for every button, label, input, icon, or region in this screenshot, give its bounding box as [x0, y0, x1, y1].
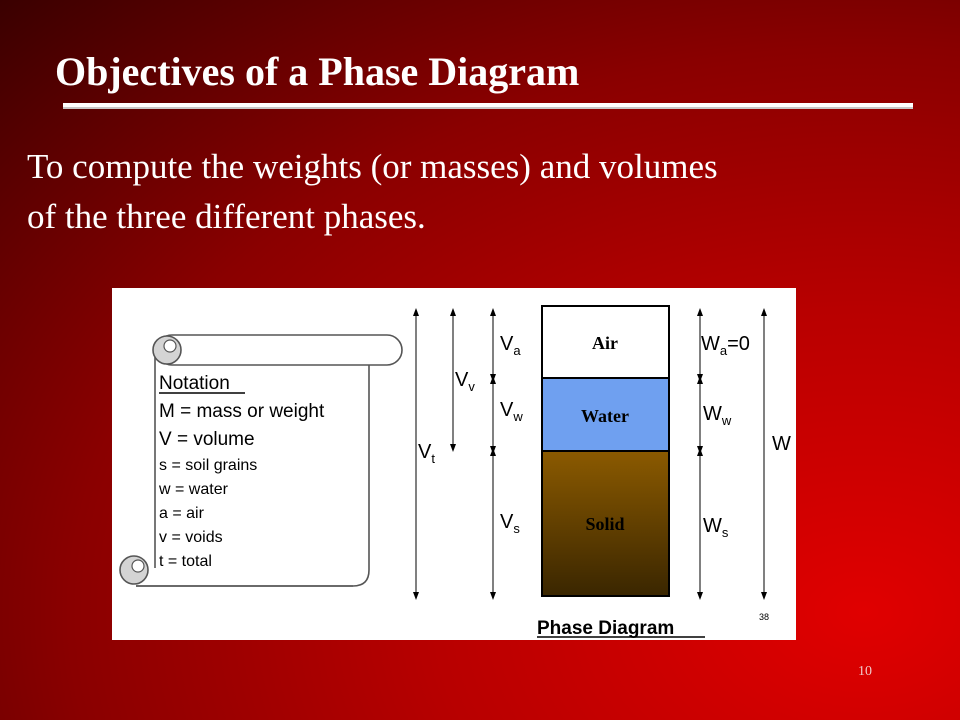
- notation-item-voids: v = voids: [159, 529, 223, 546]
- scroll-top-roll: [156, 334, 403, 366]
- body-line-2: of the three different phases.: [27, 197, 426, 236]
- vw-label: Vw: [500, 399, 523, 424]
- solid-phase-label: Solid: [585, 514, 624, 534]
- slide-page-number: 10: [858, 664, 872, 679]
- diagram-caption: Phase Diagram: [537, 618, 674, 639]
- notation-item-soil: s = soil grains: [159, 457, 257, 474]
- ww-label: Ww: [703, 403, 732, 428]
- weight-dimension-lines: [697, 308, 767, 600]
- notation-item-air: a = air: [159, 505, 205, 522]
- air-phase-label: Air: [592, 333, 618, 353]
- body-line-1: To compute the weights (or masses) and v…: [27, 147, 718, 186]
- va-label: Va: [500, 333, 521, 358]
- volume-dimension-lines: [413, 308, 496, 600]
- air-phase-box: [541, 305, 670, 379]
- notation-item-total: t = total: [159, 553, 212, 570]
- water-phase-box: [541, 377, 670, 452]
- scroll-right-edge: [136, 365, 370, 587]
- wt-label: W: [772, 433, 791, 455]
- vt-label: Vt: [418, 441, 435, 466]
- slide-title: Objectives of a Phase Diagram: [55, 49, 580, 94]
- notation-scroll: Notation M = mass or weight V = volume s…: [119, 334, 403, 587]
- phase-diagram-figure: Notation M = mass or weight V = volume s…: [112, 288, 796, 640]
- solid-phase-box: [541, 450, 670, 597]
- phase-diagram-svg: Notation M = mass or weight V = volume s…: [119, 305, 791, 639]
- wa-label: Wa=0: [701, 333, 750, 358]
- vs-label: Vs: [500, 511, 520, 536]
- notation-heading: Notation: [159, 373, 230, 394]
- slide-body-text: To compute the weights (or masses) and v…: [27, 142, 907, 242]
- notation-item-volume: V = volume: [159, 429, 255, 450]
- water-phase-label: Water: [581, 406, 629, 426]
- phase-column: Air Water Solid: [541, 305, 670, 597]
- scroll-top-curl-inner: [163, 339, 177, 353]
- scroll-bottom-curl-inner: [131, 559, 145, 573]
- notation-item-mass: M = mass or weight: [159, 401, 325, 422]
- title-underline: [63, 103, 913, 109]
- notation-item-water: w = water: [158, 481, 229, 498]
- ws-label: Ws: [703, 515, 729, 540]
- vv-label: Vv: [455, 369, 475, 394]
- source-page-number: 38: [759, 612, 769, 622]
